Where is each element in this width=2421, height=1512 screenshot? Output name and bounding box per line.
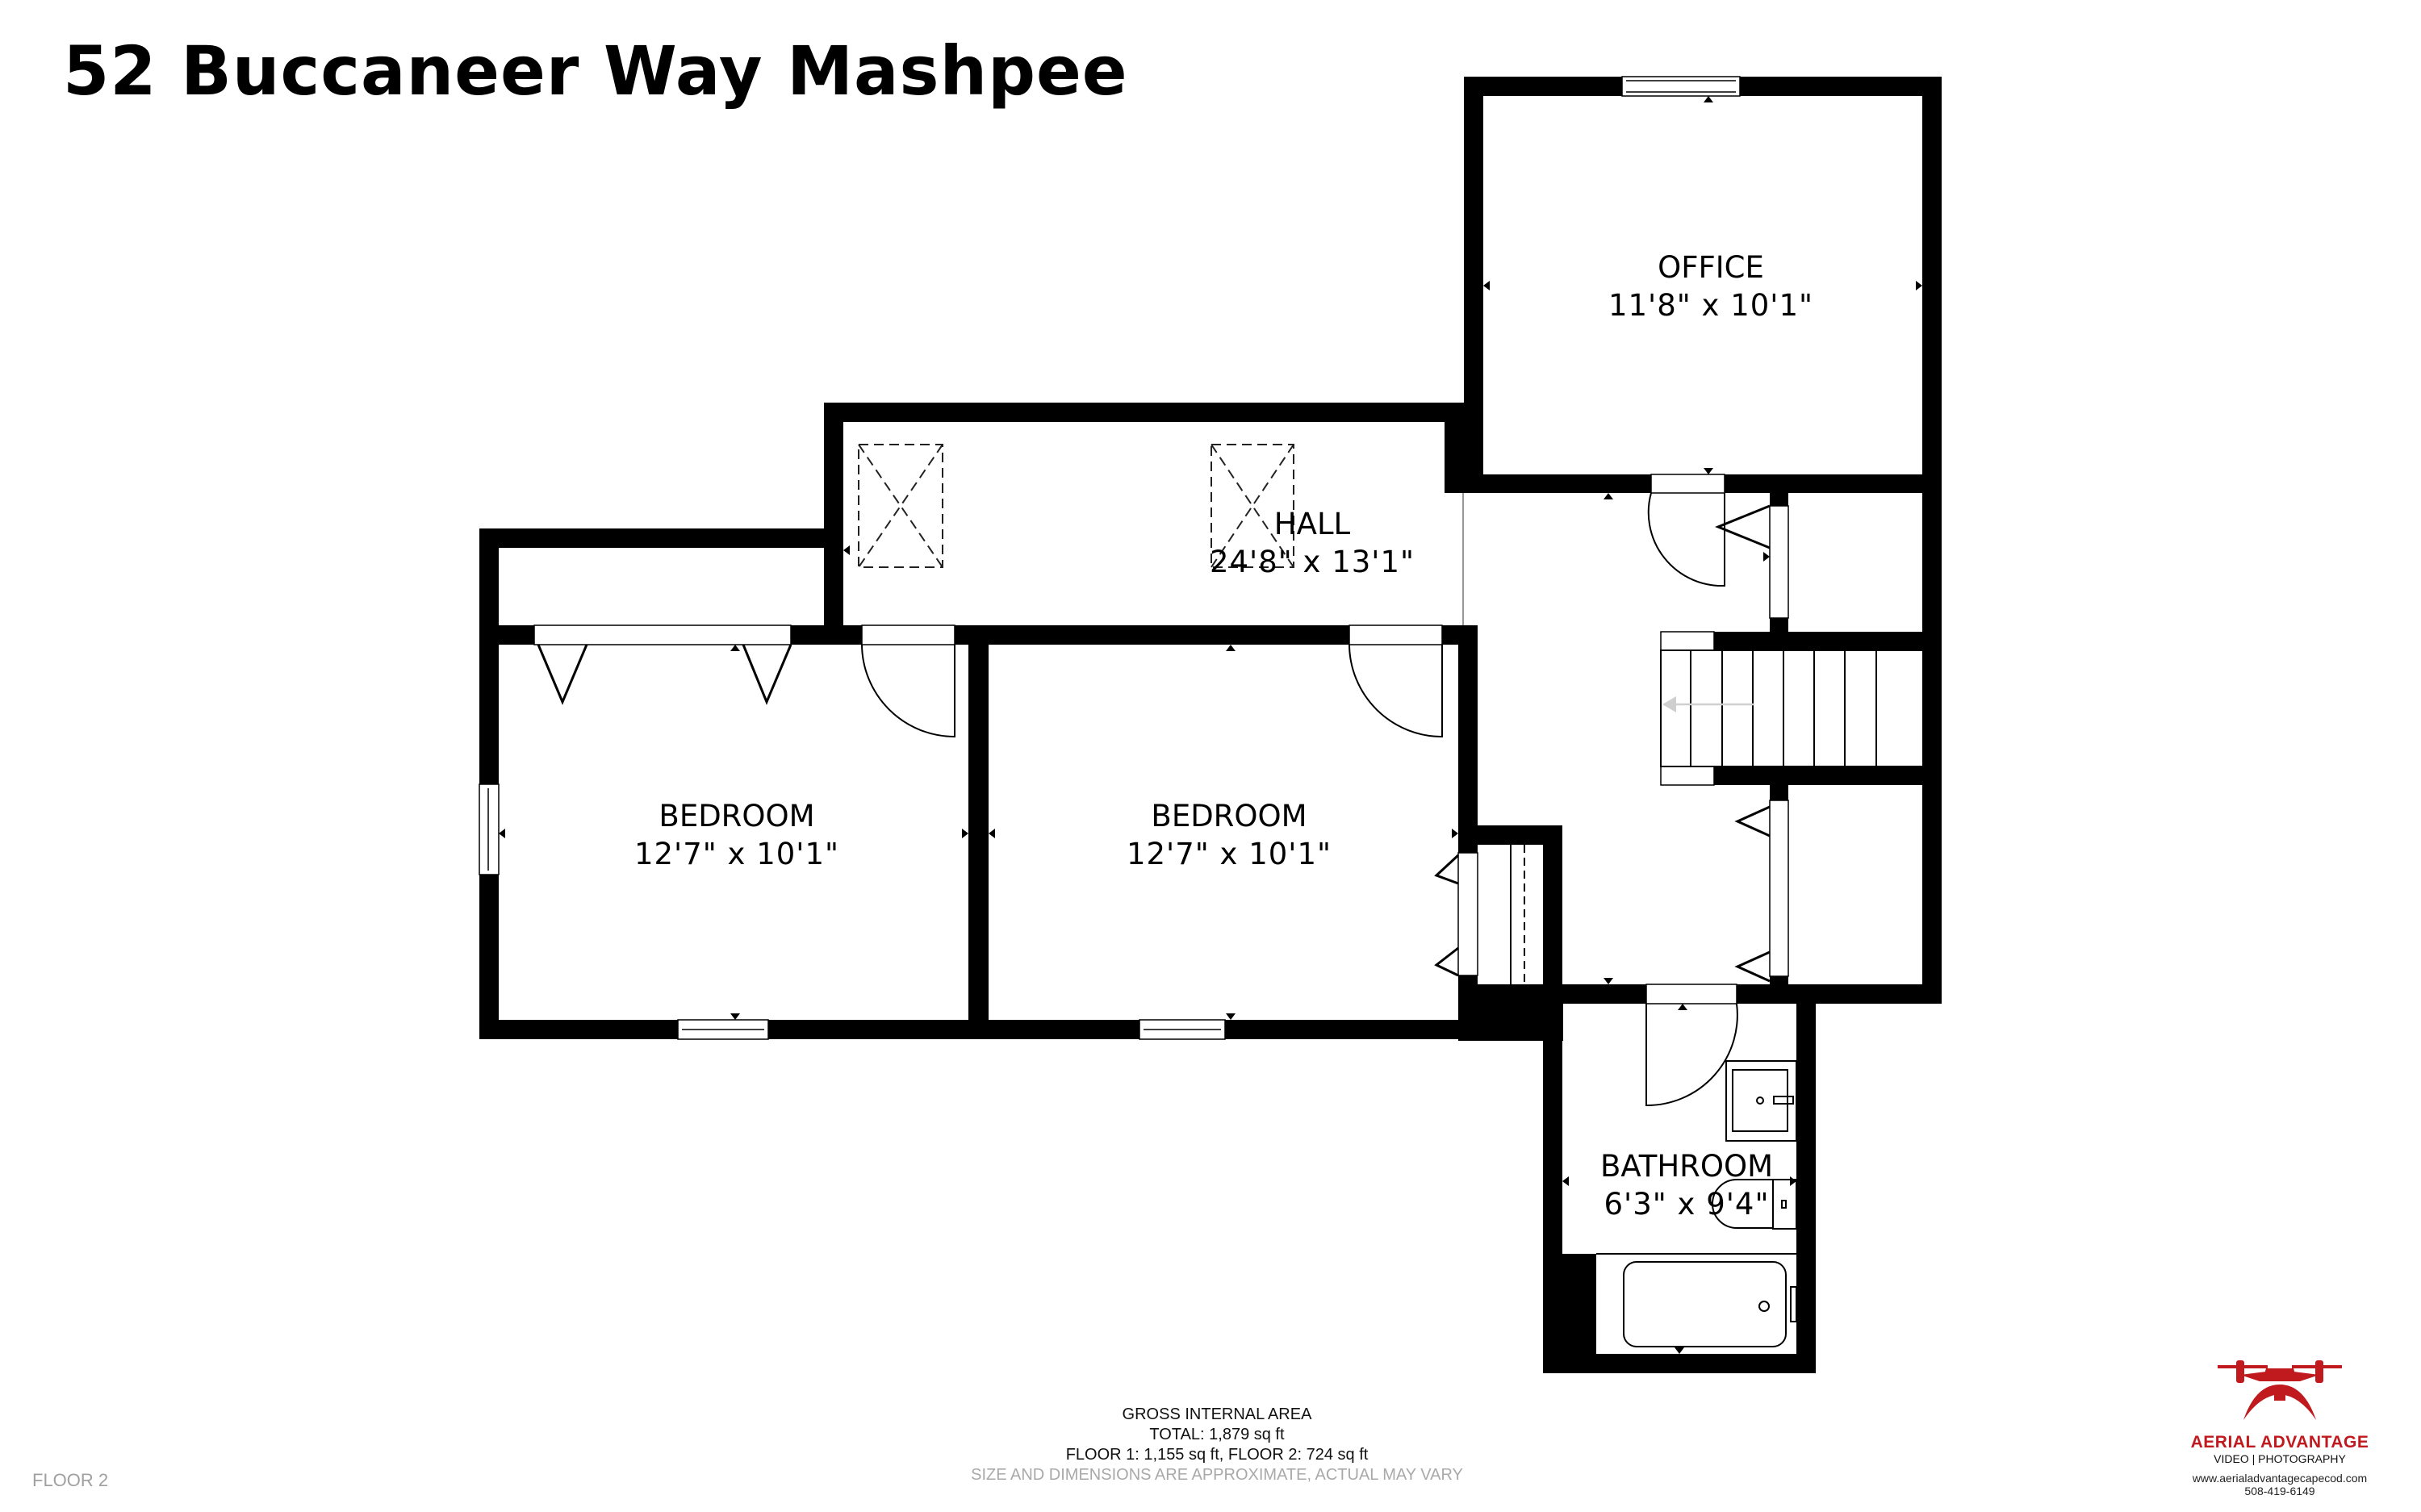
room-dimensions: 24'8" x 13'1": [1209, 545, 1415, 580]
room-label-bedroom-2: BEDROOM 12'7" x 10'1": [1127, 797, 1332, 874]
openings: [479, 76, 1789, 1040]
room-name: OFFICE: [1658, 250, 1764, 285]
room-name: BEDROOM: [1151, 799, 1307, 833]
room-dimensions: 11'8" x 10'1": [1608, 288, 1814, 324]
skylight-icon: [858, 444, 1294, 568]
shelf-icon: [1510, 845, 1525, 984]
room-dimensions: 12'7" x 10'1": [633, 837, 840, 872]
room-name: HALL: [1273, 507, 1351, 541]
room-name: BEDROOM: [659, 799, 815, 833]
floor-label: FLOOR 2: [32, 1470, 109, 1490]
area-disclaimer: SIZE AND DIMENSIONS ARE APPROXIMATE, ACT…: [971, 1466, 1463, 1484]
stair-direction-arrow-icon: [1662, 696, 1754, 712]
room-label-bedroom-1: BEDROOM 12'7" x 10'1": [634, 797, 839, 874]
bathtub-icon: [1596, 1253, 1797, 1347]
bifold-door-icon: [537, 504, 1771, 983]
gross-internal-area: GROSS INTERNAL AREA TOTAL: 1,879 sq ft F…: [971, 1405, 1463, 1485]
walls: [479, 77, 1942, 1373]
room-label-hall: HALL 24'8" x 13'1": [1210, 505, 1415, 582]
door-swing-icon: [861, 492, 1738, 1107]
area-heading: GROSS INTERNAL AREA: [1122, 1405, 1312, 1423]
room-label-bathroom: BATHROOM 6'3" x 9'4": [1600, 1147, 1773, 1224]
room-dimensions: 6'3" x 9'4": [1604, 1187, 1770, 1222]
window: [479, 783, 500, 875]
area-total: TOTAL: 1,879 sq ft: [1149, 1426, 1285, 1443]
stairs-icon: [1660, 649, 1924, 767]
sink-icon: [1725, 1060, 1797, 1142]
dimension-marker-icon: [499, 96, 1922, 1354]
room-name: BATHROOM: [1599, 1149, 1774, 1184]
window: [1621, 76, 1741, 97]
area-floors: FLOOR 1: 1,155 sq ft, FLOOR 2: 724 sq ft: [1065, 1446, 1369, 1464]
property-title: 52 Buccaneer Way Mashpee: [63, 31, 1128, 111]
room-label-office: OFFICE 11'8" x 10'1": [1608, 249, 1813, 325]
toilet-icon: [1712, 1179, 1797, 1230]
brand-tagline: VIDEO | PHOTOGRAPHY: [2214, 1452, 2346, 1465]
brand-name: AERIAL ADVANTAGE: [2190, 1433, 2369, 1451]
brand-phone: 508-419-6149: [2244, 1485, 2315, 1497]
brand-website: www.aerialadvantagecapecod.com: [2192, 1472, 2368, 1485]
room-dimensions: 12'7" x 10'1": [1126, 837, 1332, 872]
drone-icon: [2218, 1360, 2342, 1420]
door-opening: [1650, 474, 1725, 494]
brand-logo: AERIAL ADVANTAGE VIDEO | PHOTOGRAPHY www…: [2171, 1355, 2389, 1497]
